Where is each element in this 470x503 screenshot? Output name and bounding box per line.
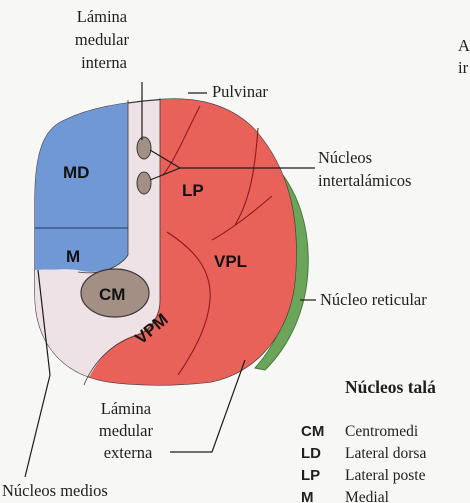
legend-name-ld: Lateral dorsa bbox=[345, 445, 426, 462]
label-nucleos-medios: Núcleos medios bbox=[2, 481, 108, 500]
legend-name-cm: Centromedi bbox=[345, 423, 419, 440]
cm-nucleus-shape bbox=[80, 268, 150, 318]
legend-abbr-lp: LP bbox=[301, 467, 320, 484]
label-clipped-right: A ir bbox=[458, 36, 470, 77]
intertalamico-oval-lower bbox=[136, 171, 152, 195]
legend-abbr-ld: LD bbox=[301, 445, 321, 462]
leader-lamina-externa bbox=[170, 359, 246, 453]
medial-nuclei-region bbox=[35, 99, 128, 275]
lateral-nuclei-region bbox=[80, 99, 297, 385]
label-pulvinar: Pulvinar bbox=[212, 82, 268, 101]
legend-list: CM Centromedi LD Lateral dorsa LP Latera… bbox=[301, 423, 426, 503]
vpl-vpm-divider bbox=[166, 231, 211, 376]
label-nucleo-reticular: Núcleo reticular bbox=[320, 290, 427, 309]
legend-abbr-m: M bbox=[301, 489, 314, 503]
lp-vpl-divider bbox=[234, 127, 259, 226]
region-label-md: MD bbox=[63, 163, 89, 182]
region-label-cm: CM bbox=[99, 285, 125, 304]
legend-abbr-cm: CM bbox=[301, 423, 324, 440]
legend-name-lp: Lateral poste bbox=[345, 467, 426, 484]
legend-name-m: Medial bbox=[345, 489, 389, 503]
region-label-vpl: VPL bbox=[214, 252, 247, 271]
intertalamico-oval-upper bbox=[136, 136, 152, 160]
pulvinar-lp-divider bbox=[162, 105, 201, 176]
region-label-lp: LP bbox=[182, 181, 204, 200]
label-nucleos-intertalamicos: Núcleos intertalámicos bbox=[318, 148, 411, 190]
label-lamina-externa: Lámina medular externa bbox=[99, 399, 157, 462]
label-lamina-interna: Lámina medular interna bbox=[75, 7, 133, 72]
lateral-border-line bbox=[83, 98, 161, 386]
vpl-upper-divider bbox=[211, 195, 273, 241]
region-label-m: M bbox=[66, 247, 80, 266]
legend-title: Núcleos talá bbox=[345, 377, 436, 397]
leader-intertalamicos bbox=[149, 149, 315, 181]
leader-nucleos-medios bbox=[24, 269, 51, 478]
